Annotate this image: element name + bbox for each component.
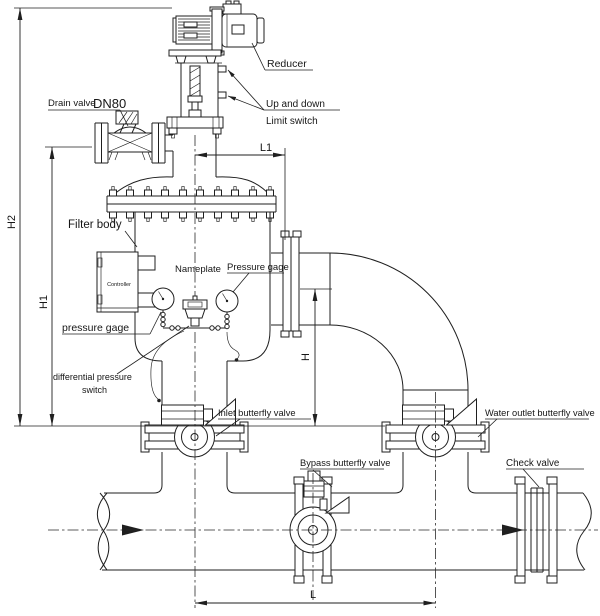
label-outlet-valve: Water outlet butterfly valve bbox=[485, 408, 595, 418]
label-drain-valve-size: DN80 bbox=[93, 96, 126, 111]
outlet-elbow bbox=[271, 230, 469, 391]
drain-valve-assembly bbox=[94, 110, 173, 164]
dimensions: H2 H1 L1 H L bbox=[6, 7, 436, 606]
label-diff-pressure-1: differential pressure bbox=[53, 372, 132, 382]
label-pressure-gage-upper: Pressure gage bbox=[227, 262, 289, 273]
controller-label: Controller bbox=[107, 282, 131, 288]
differential-pressure-switch bbox=[182, 295, 208, 327]
bypass-butterfly-valve bbox=[289, 470, 350, 584]
pressure-gauge-right bbox=[215, 289, 239, 330]
label-drain-valve: Drain valve bbox=[48, 98, 96, 109]
label-check-valve: Check valve bbox=[506, 458, 560, 469]
label-limit-switch-1: Up and down bbox=[266, 99, 325, 110]
dimension-l-label: L bbox=[310, 589, 316, 601]
label-bypass-valve: Bypass butterfly valve bbox=[300, 458, 390, 468]
label-pressure-gage-lower: pressure gage bbox=[62, 322, 129, 334]
centerlines bbox=[48, 135, 598, 608]
vessel-flange bbox=[106, 186, 277, 222]
drive-unit bbox=[166, 0, 265, 139]
drain-valve-actuator bbox=[115, 110, 139, 134]
label-filter-body: Filter body bbox=[68, 219, 122, 231]
pressure-gauge-left bbox=[151, 287, 175, 328]
lead-screw bbox=[187, 65, 203, 118]
controller-box: Controller bbox=[96, 251, 156, 313]
limit-switch-upper bbox=[217, 65, 227, 73]
callout-labels: Drain valve DN80 Reducer Up and down Lim… bbox=[48, 42, 595, 488]
dimension-h-label: H bbox=[300, 353, 312, 361]
label-nameplate: Nameplate bbox=[175, 264, 221, 275]
label-reducer: Reducer bbox=[267, 58, 307, 70]
limit-switch-lower bbox=[217, 91, 227, 99]
pipe-break-right bbox=[576, 492, 592, 571]
dimension-l1-label: L1 bbox=[260, 142, 272, 154]
instrumentation bbox=[150, 287, 240, 403]
label-diff-pressure-2: switch bbox=[82, 385, 107, 395]
motor bbox=[221, 13, 265, 48]
gear-reducer bbox=[172, 15, 213, 45]
gauge-tube-right bbox=[226, 331, 240, 360]
stand-flange bbox=[166, 116, 224, 129]
motor-terminal-box bbox=[222, 3, 242, 15]
label-limit-switch-2: Limit switch bbox=[266, 116, 318, 127]
gauge-tube-left bbox=[150, 330, 185, 400]
label-inlet-valve: Inlet butterfly valve bbox=[218, 408, 296, 418]
dimension-h1-label: H1 bbox=[38, 295, 50, 309]
dimension-h2-label: H2 bbox=[6, 215, 18, 229]
